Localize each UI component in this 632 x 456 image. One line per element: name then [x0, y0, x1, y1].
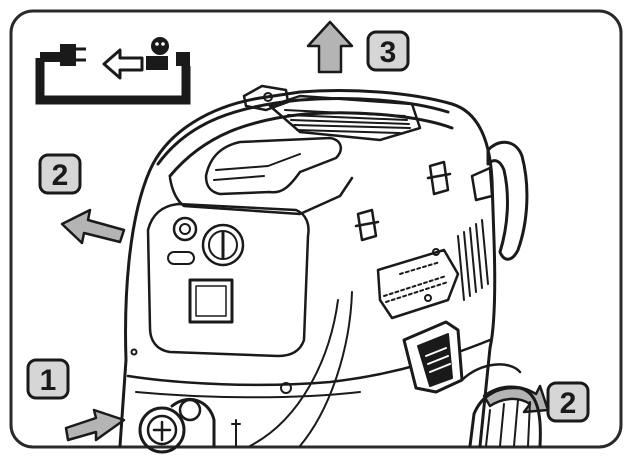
hose-inlet — [138, 398, 216, 454]
power-cable — [249, 299, 339, 447]
step-2-right-badge-label: 2 — [560, 387, 577, 420]
step-1-arrow-right-icon — [64, 408, 126, 442]
vacuum-body-outline — [118, 89, 497, 448]
control-panel — [146, 202, 310, 358]
step-2-right-badge: 2 — [546, 381, 590, 423]
rear-vent-grille — [457, 219, 489, 301]
step-2-left-badge: 2 — [38, 153, 82, 195]
vacuum-cleaner-drawing — [118, 84, 542, 454]
power-dial — [201, 223, 245, 267]
side-latch-right — [426, 160, 452, 196]
step-1-badge: 1 — [26, 358, 70, 400]
rear-wheel — [468, 386, 542, 448]
clasp-latch — [402, 320, 464, 394]
step-2-arrow-left-icon — [60, 208, 126, 245]
step-3-badge: 3 — [366, 30, 410, 72]
top-filter-grille — [268, 94, 422, 142]
diagram-frame — [9, 9, 623, 449]
small-knob — [172, 216, 198, 242]
side-latch-left — [354, 208, 380, 242]
carry-handle — [204, 136, 343, 196]
step-2-left-badge-label: 2 — [52, 159, 69, 192]
step-1-badge-label: 1 — [40, 364, 57, 397]
step-3-arrow-up-icon — [306, 20, 354, 74]
indicator-light — [167, 251, 195, 265]
side-hook-handle — [486, 140, 529, 261]
unplug-power-icon — [35, 37, 191, 105]
side-vent — [376, 248, 460, 320]
lid-lock-button — [242, 84, 290, 112]
step-3-badge-label: 3 — [380, 36, 397, 69]
square-switch — [188, 278, 234, 324]
